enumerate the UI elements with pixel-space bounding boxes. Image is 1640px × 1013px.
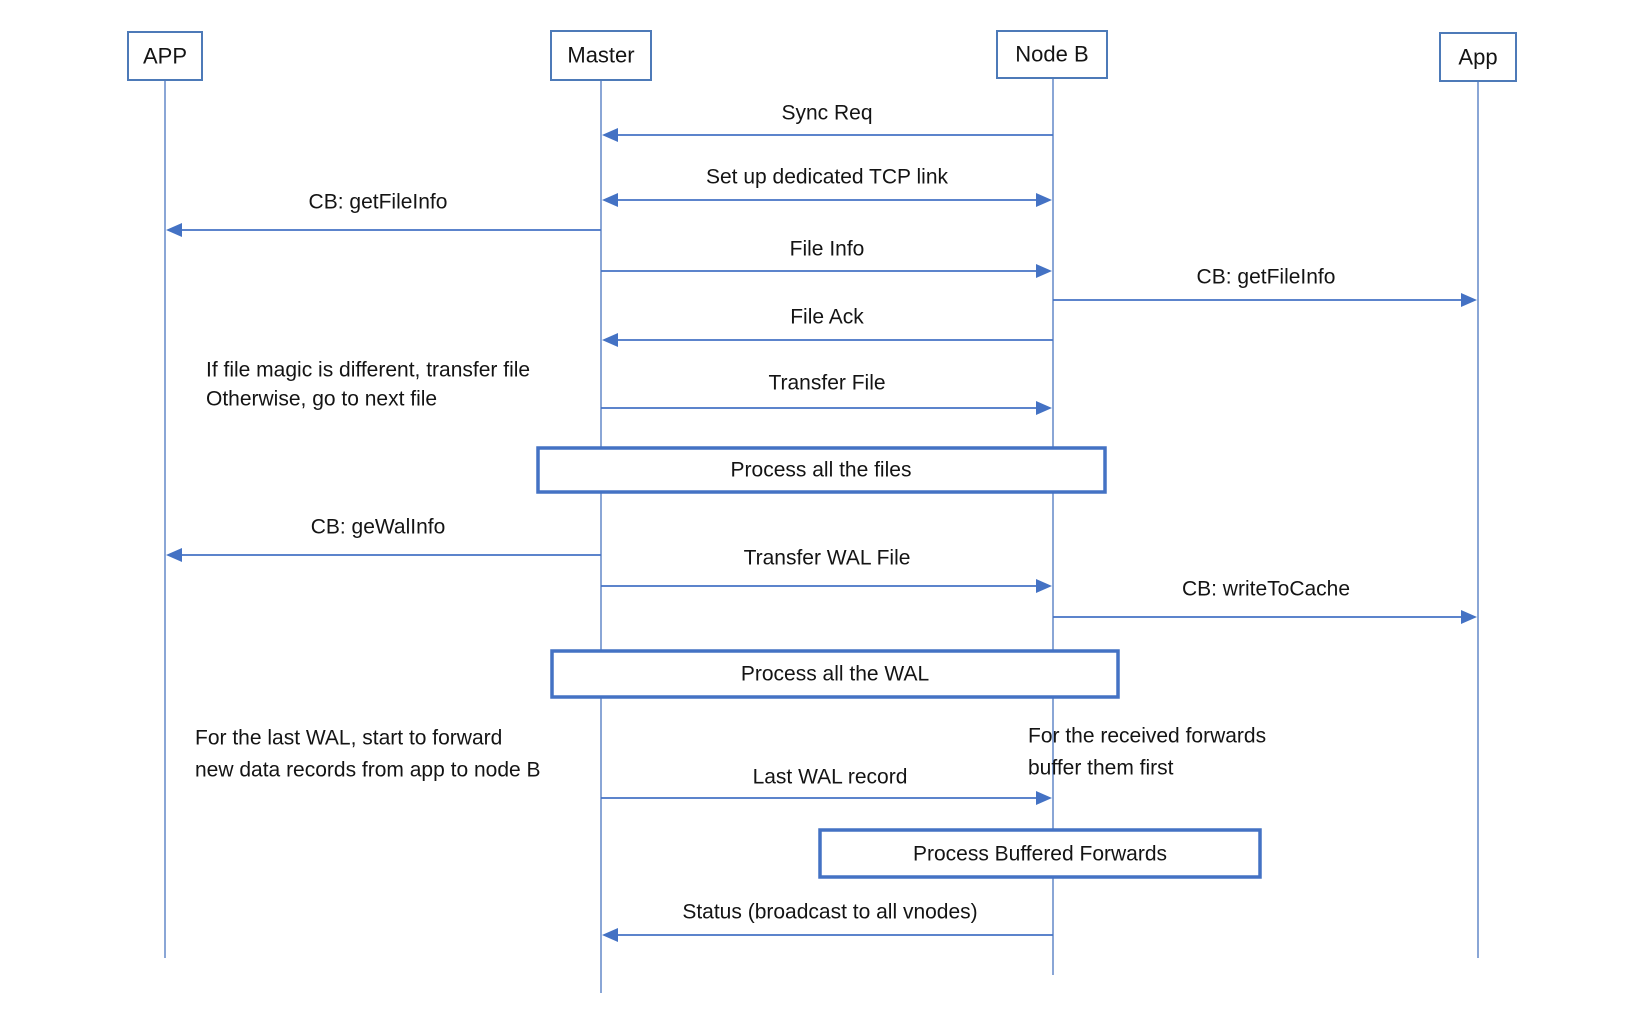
arrowhead-right-icon (1036, 193, 1052, 207)
arrowhead-left-icon (602, 333, 618, 347)
message-cb-writetocache: CB: writeToCache (1053, 578, 1477, 624)
message-last-wal-record: Last WAL record (601, 766, 1052, 805)
message-transfer-file: Transfer File (601, 372, 1052, 415)
note-line: new data records from app to node B (195, 759, 541, 782)
note-file-magic: If file magic is different, transfer fil… (206, 359, 530, 411)
arrowhead-right-icon (1036, 264, 1052, 278)
message-cb-getfileinfo-left: CB: getFileInfo (166, 191, 601, 237)
message-label: CB: getFileInfo (309, 191, 448, 214)
note-line: buffer them first (1028, 757, 1174, 780)
actor-box-app-left (127, 31, 203, 81)
process-box-rect (536, 446, 1107, 494)
message-sync-req: Sync Req (602, 102, 1053, 142)
arrowhead-right-icon (1036, 579, 1052, 593)
message-label: Transfer File (768, 372, 885, 395)
arrowhead-right-icon (1461, 610, 1477, 624)
process-box-wal: Process all the WAL (550, 649, 1120, 699)
process-box-label: Process all the WAL (741, 663, 929, 686)
message-label: CB: getFileInfo (1197, 266, 1336, 289)
process-box-buffered-forwards: Process Buffered Forwards (818, 828, 1262, 879)
note-line: For the received forwards (1028, 725, 1266, 748)
message-label: Transfer WAL File (744, 547, 911, 570)
actor-box-master (550, 30, 652, 81)
note-last-wal-forward: For the last WAL, start to forward new d… (195, 727, 541, 782)
note-line: If file magic is different, transfer fil… (206, 359, 530, 382)
message-label: Last WAL record (753, 766, 908, 789)
process-box-rect (818, 828, 1262, 879)
actor-app-right: App (1439, 32, 1517, 82)
arrowhead-left-icon (602, 193, 618, 207)
arrowhead-left-icon (602, 928, 618, 942)
actor-label-node-b: Node B (1015, 42, 1088, 67)
actor-label-app-right: App (1458, 45, 1497, 70)
message-cb-getfileinfo-right: CB: getFileInfo (1053, 266, 1477, 307)
process-box-label: Process Buffered Forwards (913, 843, 1167, 866)
note-line: For the last WAL, start to forward (195, 727, 502, 750)
message-transfer-wal-file: Transfer WAL File (601, 547, 1052, 593)
process-box-files: Process all the files (536, 446, 1107, 494)
actor-master: Master (550, 30, 652, 81)
arrowhead-left-icon (602, 128, 618, 142)
message-label: Set up dedicated TCP link (706, 166, 949, 189)
message-cb-gewalinfo: CB: geWalInfo (166, 516, 601, 562)
actor-label-master: Master (567, 43, 634, 68)
message-label: CB: geWalInfo (311, 516, 446, 539)
message-file-ack: File Ack (602, 306, 1053, 347)
arrowhead-left-icon (166, 223, 182, 237)
actor-node-b: Node B (996, 30, 1108, 79)
arrowhead-right-icon (1036, 791, 1052, 805)
message-label: File Info (790, 238, 865, 261)
message-label: CB: writeToCache (1182, 578, 1350, 601)
actor-app-left: APP (127, 31, 203, 81)
message-status-broadcast: Status (broadcast to all vnodes) (602, 901, 1053, 942)
arrowhead-right-icon (1461, 293, 1477, 307)
actor-label-app-left: APP (143, 44, 187, 69)
message-label: Status (broadcast to all vnodes) (682, 901, 977, 924)
note-line: Otherwise, go to next file (206, 388, 437, 411)
process-box-label: Process all the files (731, 459, 912, 482)
arrowhead-left-icon (166, 548, 182, 562)
message-setup-tcp-link: Set up dedicated TCP link (602, 166, 1052, 207)
arrowhead-right-icon (1036, 401, 1052, 415)
actor-box-app-right (1439, 32, 1517, 82)
message-file-info: File Info (601, 238, 1052, 278)
note-buffer-forwards: For the received forwards buffer them fi… (1028, 725, 1266, 780)
message-label: Sync Req (781, 102, 872, 125)
actor-box-node-b (996, 30, 1108, 79)
process-box-rect (550, 649, 1120, 699)
message-label: File Ack (790, 306, 864, 329)
